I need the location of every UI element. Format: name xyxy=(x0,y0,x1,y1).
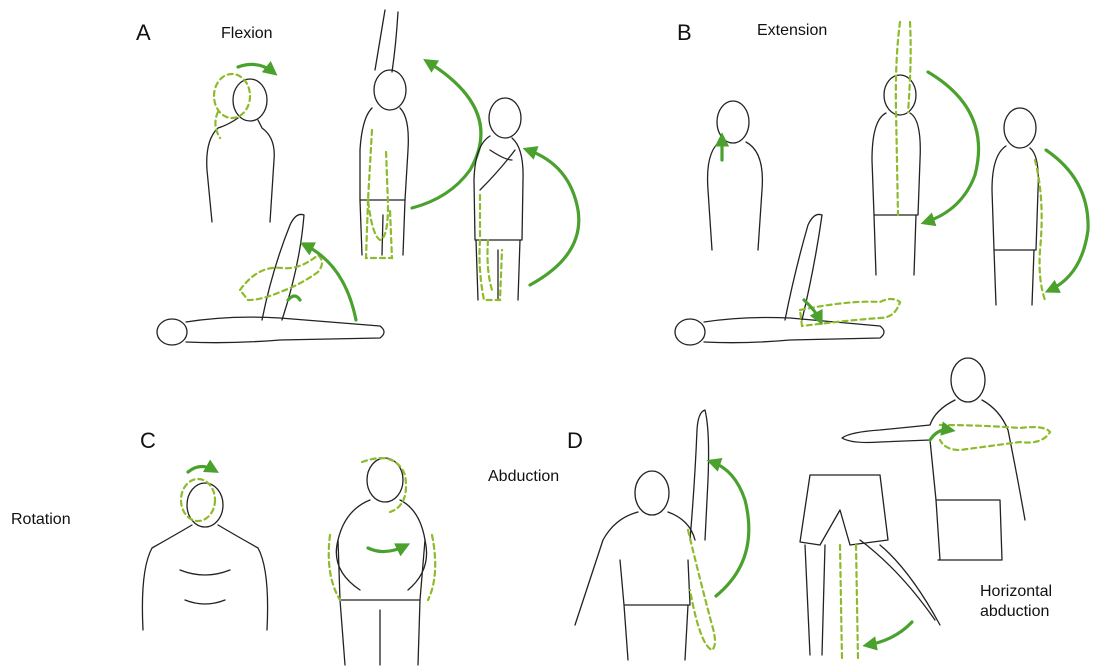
figure-shoulder-flexion xyxy=(360,10,481,258)
figure-hip-flexion-supine xyxy=(157,214,384,345)
figure-shoulder-abduction xyxy=(575,410,749,660)
figure-horizontal-abduction xyxy=(842,358,1050,560)
figure-hip-abduction xyxy=(800,475,940,660)
figure-shoulder-extension xyxy=(872,22,979,275)
figure-trunk-rotation xyxy=(329,458,435,665)
figure-hip-extension-prone xyxy=(675,214,900,345)
figure-neck-extension xyxy=(708,101,763,250)
figure-neck-flexion xyxy=(207,64,275,222)
figure-hip-flexion-standing xyxy=(474,98,579,300)
figure-neck-rotation xyxy=(142,466,267,630)
figure-hip-extension-standing xyxy=(992,108,1088,305)
